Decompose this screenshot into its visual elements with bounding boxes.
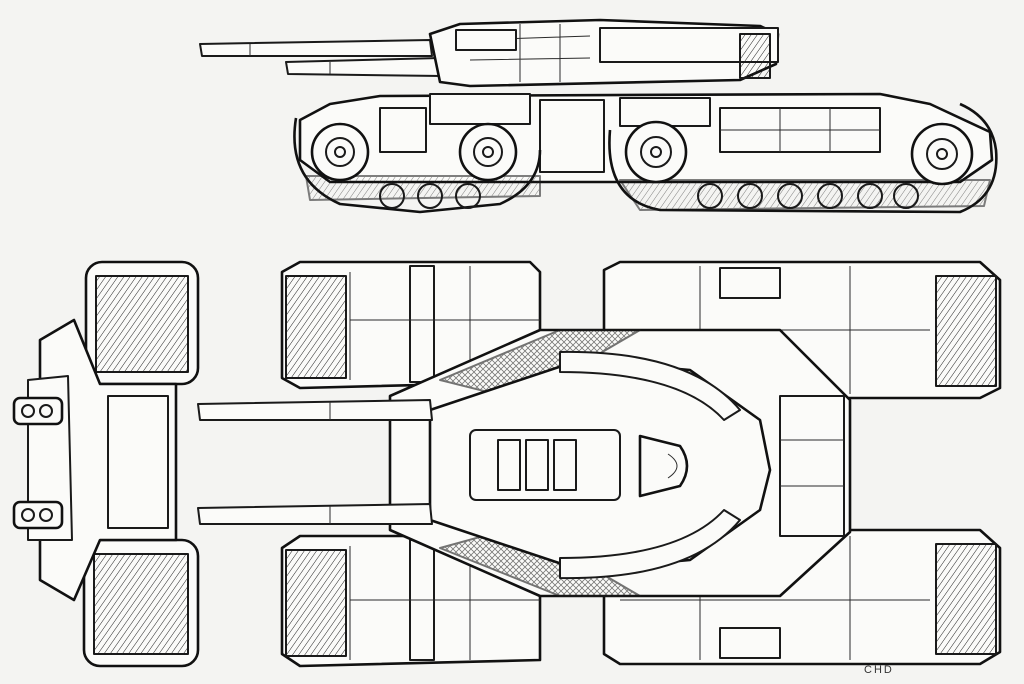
top-turret	[428, 350, 772, 580]
top-view	[197, 260, 1002, 668]
artist-signature: CHD	[864, 664, 894, 676]
side-track-assembly	[293, 102, 998, 214]
side-view	[199, 18, 998, 214]
side-wheels	[310, 120, 974, 186]
side-turret	[428, 18, 780, 88]
top-gun-barrels	[197, 399, 433, 525]
front-muzzles	[12, 396, 64, 530]
front-view	[12, 260, 200, 668]
top-track-pod-upper-left	[280, 260, 542, 390]
front-upper-track	[84, 260, 200, 386]
side-road-wheels	[379, 183, 919, 209]
side-gun-barrels	[199, 39, 443, 77]
front-lower-track	[82, 538, 200, 668]
